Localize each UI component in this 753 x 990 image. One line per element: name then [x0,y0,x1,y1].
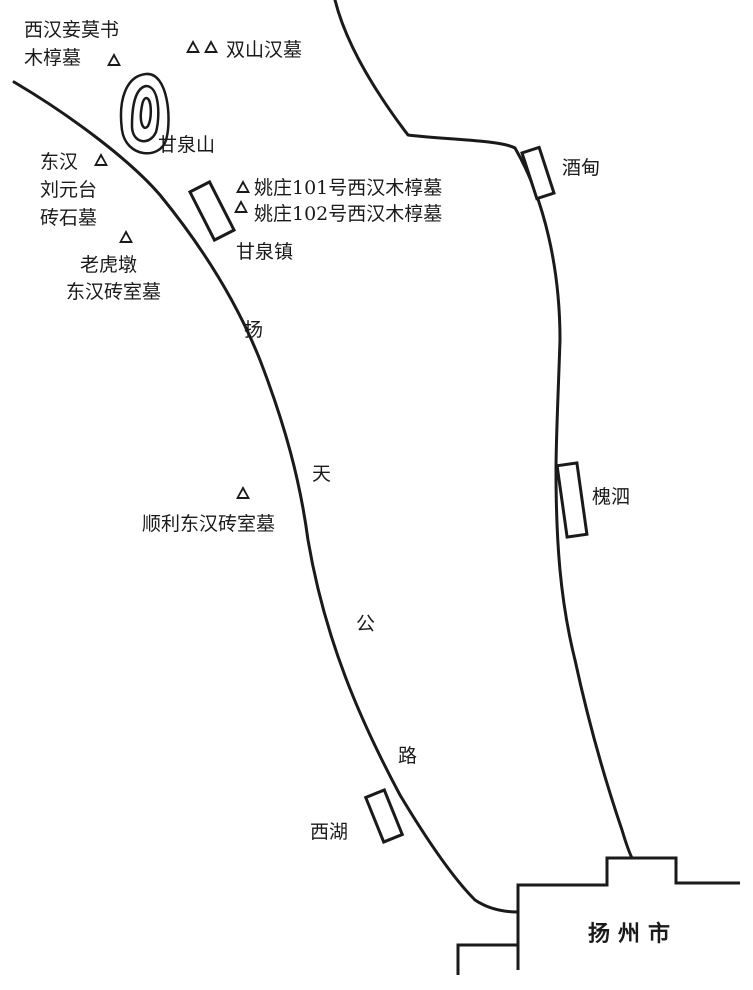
label-laohudun-line1: 老虎墩 [80,254,138,276]
site-marker-icon [236,486,250,499]
label-xihan-qiemo-line2: 木椁墓 [24,47,82,69]
road-label-char: 路 [398,745,418,767]
label-jiuxun: 酒甸 [562,157,601,179]
label-huaisi: 槐泗 [592,486,631,508]
label-xihu: 西湖 [310,821,349,843]
label-donghan-liuyuantai-line2: 刘元台 [40,179,98,201]
label-yangzhou-city: 扬州市 [588,921,679,947]
jiuxun-marker [520,145,556,201]
label-yaozhuang-101: 姚庄101号西汉木椁墓 [254,177,443,199]
ganquanzhen-marker [187,179,237,243]
site-marker-icon [204,40,218,53]
site-marker-icon [94,153,108,166]
road-label-char: 天 [312,463,332,485]
label-shunli: 顺利东汉砖室墓 [142,513,276,535]
label-laohudun-line2: 东汉砖室墓 [66,281,162,303]
site-marker-icon [234,200,248,213]
site-marker-icon [107,53,121,66]
site-marker-icon [186,40,200,53]
label-ganquanshan: 甘泉山 [158,134,216,156]
yangtian-highway-line [12,80,520,914]
xihu-marker [363,788,405,844]
site-marker-icon [119,230,133,243]
yangzhou-city-outline [456,856,740,975]
road-label-char: 扬 [244,319,264,341]
site-marker-icon [236,180,250,193]
canal-line [333,0,634,860]
huaisi-marker [555,461,589,539]
ganquan-hill-contours [119,72,170,155]
label-yaozhuang-102: 姚庄102号西汉木椁墓 [254,203,443,225]
label-donghan-liuyuantai-line1: 东汉 [40,151,79,173]
label-ganquanzhen: 甘泉镇 [236,241,294,263]
label-donghan-liuyuantai-line3: 砖石墓 [40,207,98,229]
label-shuangshan: 双山汉墓 [226,39,303,61]
label-xihan-qiemo-line1: 西汉妾莫书 [24,19,120,41]
road-label-char: 公 [356,613,376,635]
